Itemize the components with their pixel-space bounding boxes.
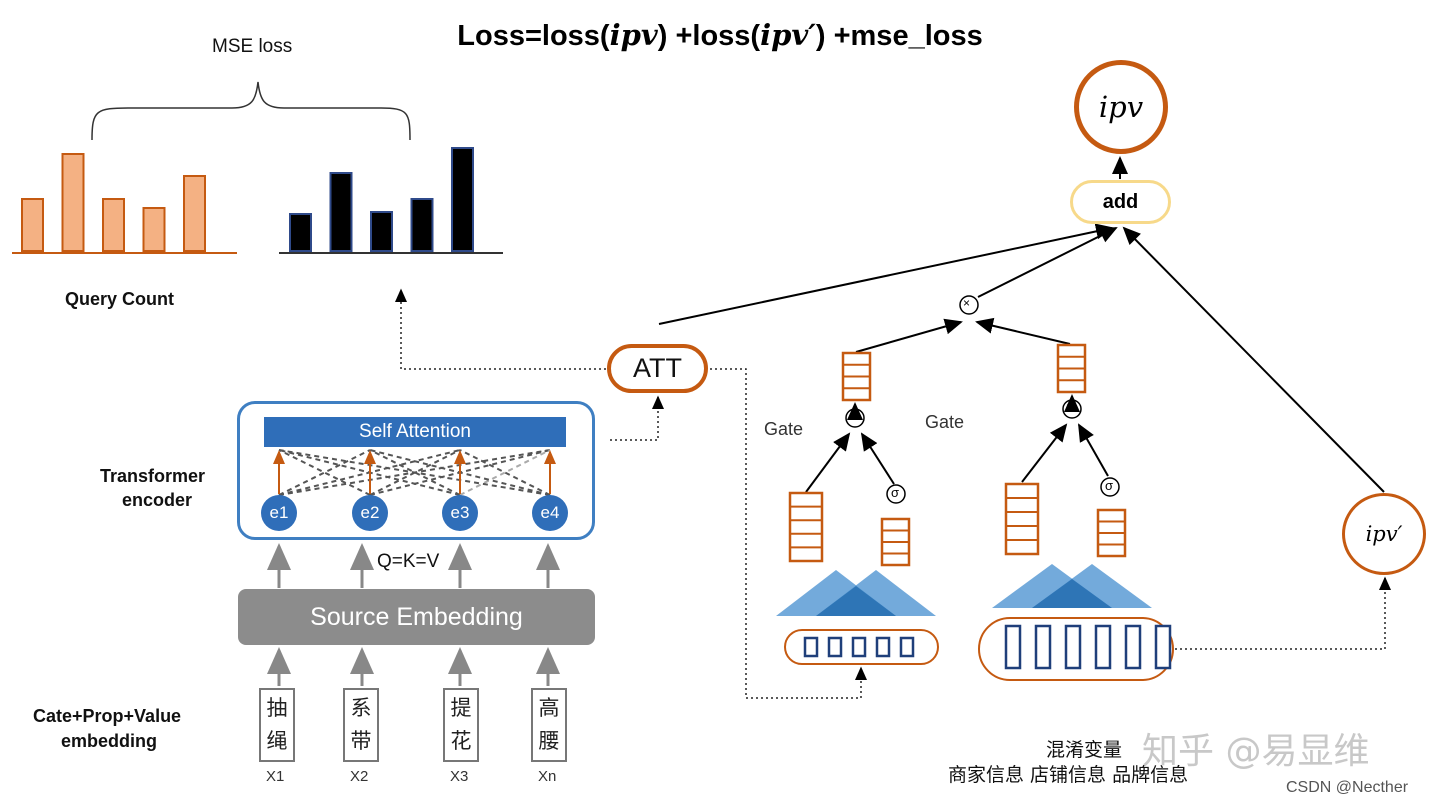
encoder-to-att-arrow: [610, 395, 664, 441]
bar: [142, 207, 166, 252]
csdn-watermark: CSDN @Necther: [1286, 779, 1409, 796]
mse-loss-label: MSE loss: [212, 36, 293, 57]
token-3: 提花: [443, 688, 479, 762]
right-to-mul-arrow: [975, 317, 1071, 345]
zhihu-watermark: 知乎 @易显维: [1142, 731, 1370, 772]
bar: [102, 198, 125, 252]
bar: [183, 175, 206, 252]
sigma-left: σ: [891, 485, 900, 500]
att-to-add-arrow: [658, 223, 1114, 325]
bar: [289, 213, 312, 252]
left-gate-tower: [776, 351, 939, 665]
sigma-right: σ: [1105, 478, 1114, 493]
multiply-symbol-top: ×: [963, 296, 971, 310]
xn-label: Xn: [538, 768, 557, 785]
add-node: add: [1070, 180, 1171, 224]
embedding-cell: [1004, 624, 1022, 670]
embedding-cell: [1124, 624, 1142, 670]
att-to-embed-arrow: [710, 368, 867, 699]
ipvprime-to-add-arrow: [1122, 226, 1385, 493]
node-e3: e3: [442, 495, 478, 531]
bar: [451, 147, 474, 252]
embedding-cell: [827, 636, 843, 658]
embedding-cell: [803, 636, 819, 658]
token-2: 系带: [343, 688, 379, 762]
qkv-label: Q=K=V: [377, 551, 440, 572]
bar: [329, 172, 353, 252]
query-count-chart: [21, 153, 206, 252]
x2-label: X2: [350, 768, 369, 785]
top-multiply-node: [959, 295, 979, 315]
multiply-symbol-right: ×: [1066, 400, 1074, 414]
loss-formula: Loss=loss(ipv) +loss(ipv′) +mse_loss: [457, 18, 983, 52]
token-1: 抽绳: [259, 688, 295, 762]
gray-arrows: [267, 543, 560, 686]
confounders-detail: 商家信息 店铺信息 品牌信息: [948, 764, 1189, 786]
embedding-cell: [1034, 624, 1052, 670]
node-up-arrows: [273, 450, 556, 494]
embedding-cell: [851, 636, 867, 658]
multiply-symbol-left: ×: [849, 409, 857, 423]
self-attention-bar: Self Attention: [264, 417, 566, 447]
embedding-cell: [1154, 624, 1172, 670]
source-embedding-box: Source Embedding: [238, 589, 595, 645]
left-to-mul-arrow: [855, 318, 963, 353]
ipv-prime-node: ipv′: [1342, 493, 1426, 575]
embedding-cell: [899, 636, 915, 658]
predicted-chart: [289, 147, 474, 252]
query-count-label: Query Count: [65, 289, 175, 309]
mse-brace: [91, 81, 411, 141]
right-gate-tower: [978, 343, 1174, 681]
bar: [410, 198, 434, 252]
att-to-chart-arrow: [395, 288, 656, 370]
ipv-output-node: ipv: [1074, 60, 1168, 154]
gate-label-left: Gate: [764, 419, 804, 439]
bar: [61, 153, 85, 252]
att-node: ATT: [607, 344, 708, 393]
bar: [21, 198, 44, 252]
embedding-cell: [875, 636, 891, 658]
x1-label: X1: [266, 768, 285, 785]
mul-to-add-arrow: [977, 227, 1118, 298]
confounders-title: 混淆变量: [1046, 739, 1123, 761]
gate-label-right: Gate: [925, 412, 965, 432]
embedding-cell: [1064, 624, 1082, 670]
node-e4: e4: [532, 495, 568, 531]
node-e1: e1: [261, 495, 297, 531]
transformer-encoder-box: [237, 401, 595, 540]
node-e2: e2: [352, 495, 388, 531]
embed-to-ipvprime-arrow: [1175, 576, 1391, 650]
x3-label: X3: [450, 768, 469, 785]
token-4: 高腰: [531, 688, 567, 762]
bar: [370, 211, 393, 252]
embedding-cell: [1094, 624, 1112, 670]
